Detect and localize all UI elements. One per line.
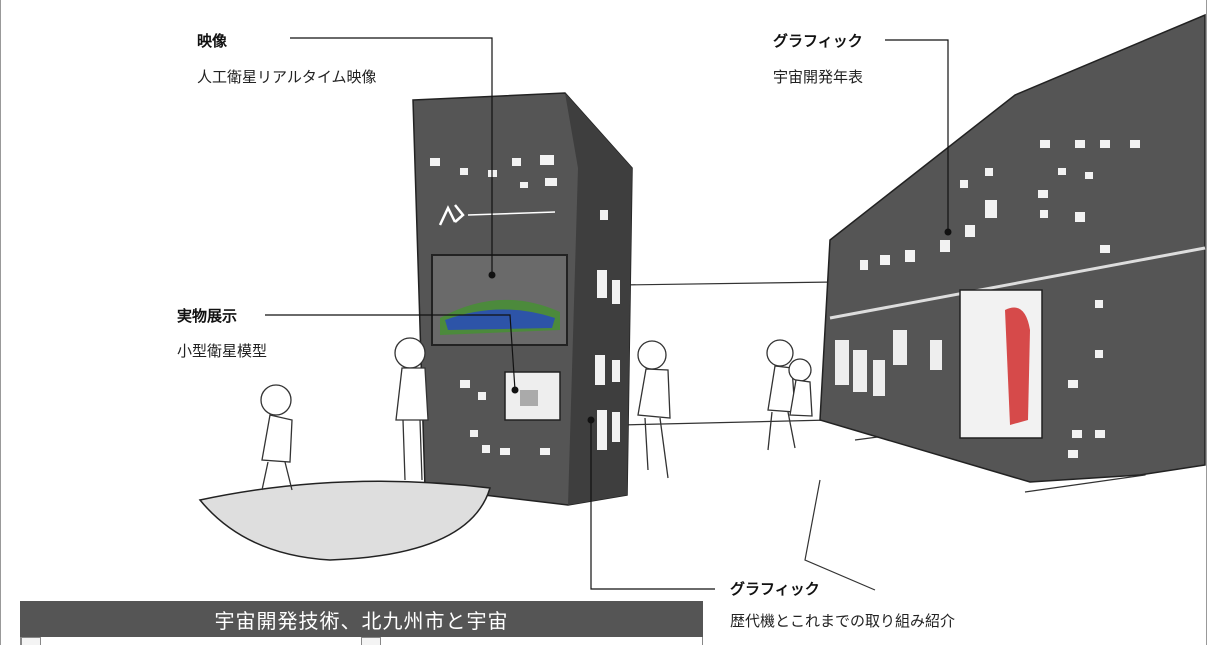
people: [260, 337, 813, 491]
leader-video: [290, 37, 493, 275]
label-graphic-top-sub: 宇宙開発年表: [773, 68, 864, 86]
leader-exhibit: [265, 314, 516, 391]
platform: [198, 480, 491, 561]
label-exhibit-title: 実物展示: [177, 307, 238, 325]
label-exhibit-sub: 小型衛星模型: [177, 342, 268, 360]
label-video-title: 映像: [197, 32, 228, 50]
label-graphic-top-title: グラフィック: [773, 32, 863, 50]
label-graphic-bottom-title: グラフィック: [730, 580, 820, 598]
right-booth: [819, 13, 1206, 483]
left-booth: [412, 92, 633, 506]
panel-body: [20, 637, 703, 645]
panel-cell-marker: [21, 637, 41, 645]
panel-cell-marker: [361, 637, 381, 645]
leader-graphic-bottom: [590, 420, 715, 590]
leader-lines: [265, 37, 949, 590]
label-video-sub: 人工衛星リアルタイム映像: [197, 68, 377, 86]
leader-graphic-top: [885, 39, 949, 232]
panel-header: 宇宙開発技術、北九州市と宇宙: [20, 601, 703, 637]
label-graphic-bottom-sub: 歴代機とこれまでの取り組み紹介: [730, 612, 956, 630]
